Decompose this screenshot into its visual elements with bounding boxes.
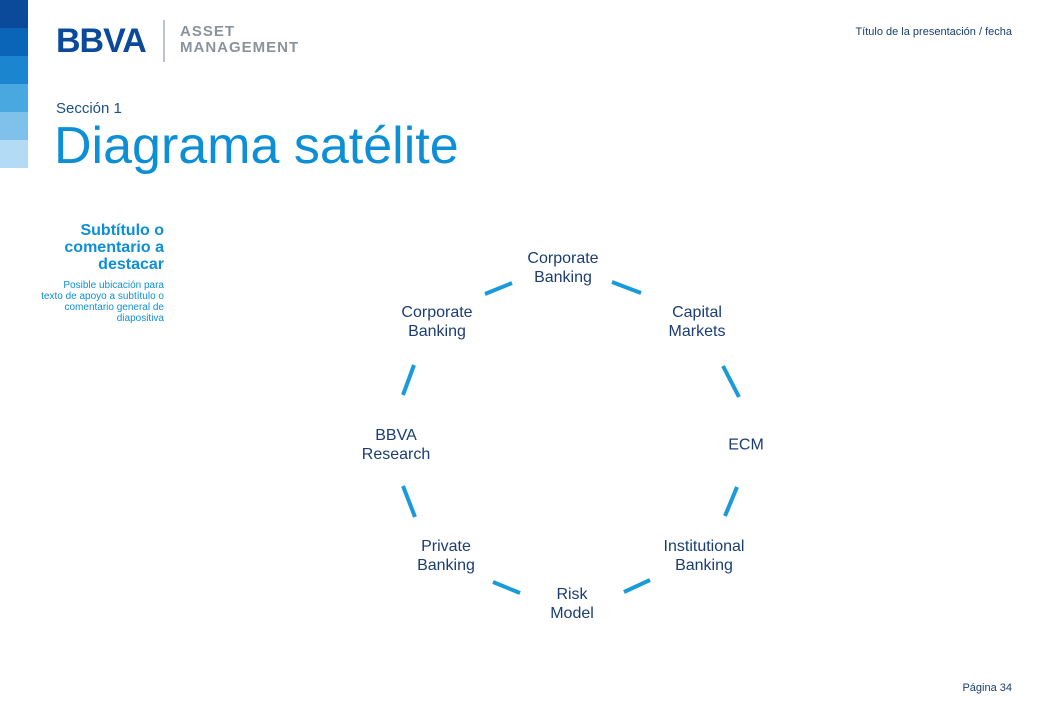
- slide-subtitle: Subtítulo o comentario a destacar: [64, 222, 164, 273]
- color-bar-block-1: [0, 0, 28, 28]
- logo-divider: [163, 20, 165, 62]
- section-label: Sección 1: [56, 100, 122, 117]
- logo-division-text: ASSET MANAGEMENT: [180, 24, 299, 56]
- satellite-node-institutional-banking: Institutional Banking: [663, 538, 745, 574]
- logo-brand-text: BBVA: [56, 22, 147, 60]
- connector-arc-5: [492, 580, 521, 595]
- color-bar-block-2: [0, 28, 28, 56]
- connector-arc-4: [623, 578, 651, 594]
- brand-color-bar: [0, 0, 28, 168]
- color-bar-block-5: [0, 112, 28, 140]
- color-bar-block-4: [0, 84, 28, 112]
- logo-division-line-2: MANAGEMENT: [180, 39, 300, 56]
- connector-arc-6: [401, 485, 417, 518]
- satellite-node-bbva-research: BBVA Research: [361, 427, 431, 463]
- connector-arc-8: [484, 281, 513, 296]
- connector-arc-7: [401, 364, 416, 396]
- connector-arc-1: [611, 280, 642, 295]
- satellite-node-corporate-banking-left: Corporate Banking: [401, 304, 473, 340]
- satellite-node-private-banking: Private Banking: [417, 538, 475, 574]
- satellite-node-ecm: ECM: [728, 436, 764, 454]
- connector-arc-2: [721, 365, 741, 398]
- satellite-node-capital-markets: Capital Markets: [668, 304, 726, 340]
- logo-division-line-1: ASSET: [180, 23, 236, 40]
- color-bar-block-6: [0, 140, 28, 168]
- page-number: Página 34: [962, 682, 1012, 694]
- slide-title: Diagrama satélite: [54, 117, 459, 175]
- support-text: Posible ubicación para texto de apoyo a …: [41, 280, 164, 324]
- presentation-meta: Título de la presentación / fecha: [855, 26, 1012, 38]
- satellite-node-corporate-banking-top: Corporate Banking: [527, 250, 599, 286]
- connector-arc-3: [723, 486, 739, 517]
- bbva-asset-management-logo: BBVA ASSET MANAGEMENT: [56, 18, 299, 64]
- satellite-node-risk-model: Risk Model: [550, 586, 594, 622]
- color-bar-block-3: [0, 56, 28, 84]
